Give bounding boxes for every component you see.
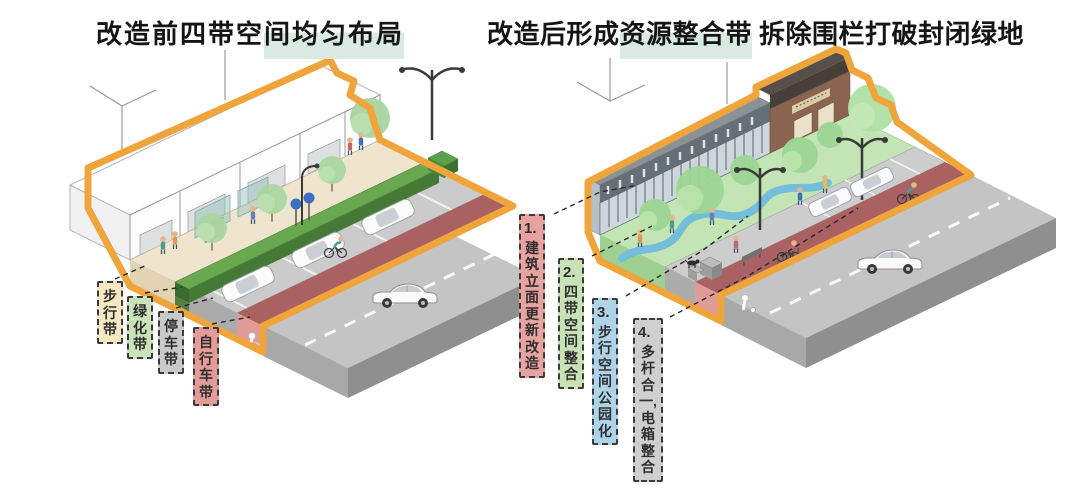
road-end-face <box>721 295 806 368</box>
before-scene <box>68 50 538 398</box>
label-4-text: 多 杆 合 一, 电 箱 整 合 <box>639 343 657 476</box>
label-pole-box-integration: 4. 多 杆 合 一, 电 箱 整 合 <box>633 318 663 482</box>
street-lamp-double-arm <box>399 67 465 140</box>
title-before-plain: 改造前四带空 <box>96 20 265 49</box>
pedestrians <box>160 132 364 254</box>
leader-four-belt <box>591 225 653 257</box>
park-people <box>637 175 828 253</box>
blue-round-signs <box>290 192 315 226</box>
label-1-text: 建 筑 立 面 更 新 改 造 <box>525 239 539 372</box>
integrated-smart-lamp-1 <box>734 167 786 230</box>
label-walk-belt: 步 行 带 <box>97 281 123 344</box>
label-2-number: 2. <box>563 264 576 281</box>
leader-parking-belt <box>175 297 214 309</box>
leader-facade <box>553 184 639 215</box>
label-walk-space-park: 3. 步 行 空 间 公 园 化 <box>592 298 618 446</box>
electrical-cabinets <box>687 256 723 282</box>
road-side-face <box>806 218 1056 368</box>
title-after-plain-2: 拆除围栏打破封闭绿地 <box>752 20 1025 49</box>
roof-wireframe-lines <box>576 58 728 104</box>
park-trees <box>639 84 896 231</box>
parked-cars <box>808 166 894 218</box>
leader-walk-belt <box>114 264 148 280</box>
title-before: 改造前四带空间均匀布局 <box>96 14 405 59</box>
road-car <box>372 283 438 308</box>
label-3-number: 3. <box>597 304 610 321</box>
title-after-highlight: 资源整合带 <box>619 20 753 59</box>
stroller-figure <box>741 294 756 313</box>
bike-lane-strip <box>237 193 513 326</box>
road-end-face <box>263 326 348 398</box>
label-3-text: 步 行 空 间 公 园 化 <box>598 323 612 439</box>
leader-park-space <box>625 215 749 297</box>
label-2-text: 四 带 空 间 整 合 <box>564 283 578 383</box>
bench <box>742 247 762 266</box>
title-after-plain: 改造后形成 <box>487 20 620 49</box>
label-bike-belt: 自 行 车 带 <box>193 327 219 407</box>
before-scene-orange-outline <box>84 56 517 356</box>
cyclist <box>323 236 348 259</box>
road-car <box>857 249 923 274</box>
parking-cut-face <box>665 267 695 308</box>
bike-rack <box>777 248 799 264</box>
label-facade-renewal: 1. 建 筑 立 面 更 新 改 造 <box>519 214 545 378</box>
bike-lane-strip <box>695 162 971 295</box>
label-1-number: 1. <box>524 220 537 237</box>
leader-pole-box <box>669 207 859 318</box>
parking-bay-lines <box>198 185 453 309</box>
label-parking-belt: 停 车 带 <box>158 311 184 374</box>
label-green-belt: 绿 化 带 <box>127 296 153 359</box>
title-before-highlight: 间均匀布局 <box>264 20 405 59</box>
leader-green-belt <box>144 286 183 294</box>
parked-cars <box>221 198 415 303</box>
label-4-number: 4. <box>638 324 651 341</box>
roof-wireframe-lines <box>89 50 226 152</box>
facade-columns <box>179 111 346 236</box>
road-side-face <box>348 277 538 398</box>
leader-lines <box>114 184 859 325</box>
after-scene <box>576 45 1056 368</box>
label-four-belt-integration: 2. 四 带 空 间 整 合 <box>558 258 584 389</box>
park-winding-path <box>618 179 832 262</box>
parking-cut-face <box>189 289 237 339</box>
title-after: 改造后形成资源整合带 拆除围栏打破封闭绿地 <box>487 14 1025 59</box>
park-cut-face <box>600 235 665 293</box>
after-scene-orange-outline <box>584 45 975 325</box>
cyclist-2 <box>896 182 921 205</box>
dog <box>684 259 700 268</box>
leader-bike-belt <box>211 316 251 325</box>
sidewalk-lamp <box>301 163 320 225</box>
sidewalk-cut-face <box>130 260 175 308</box>
